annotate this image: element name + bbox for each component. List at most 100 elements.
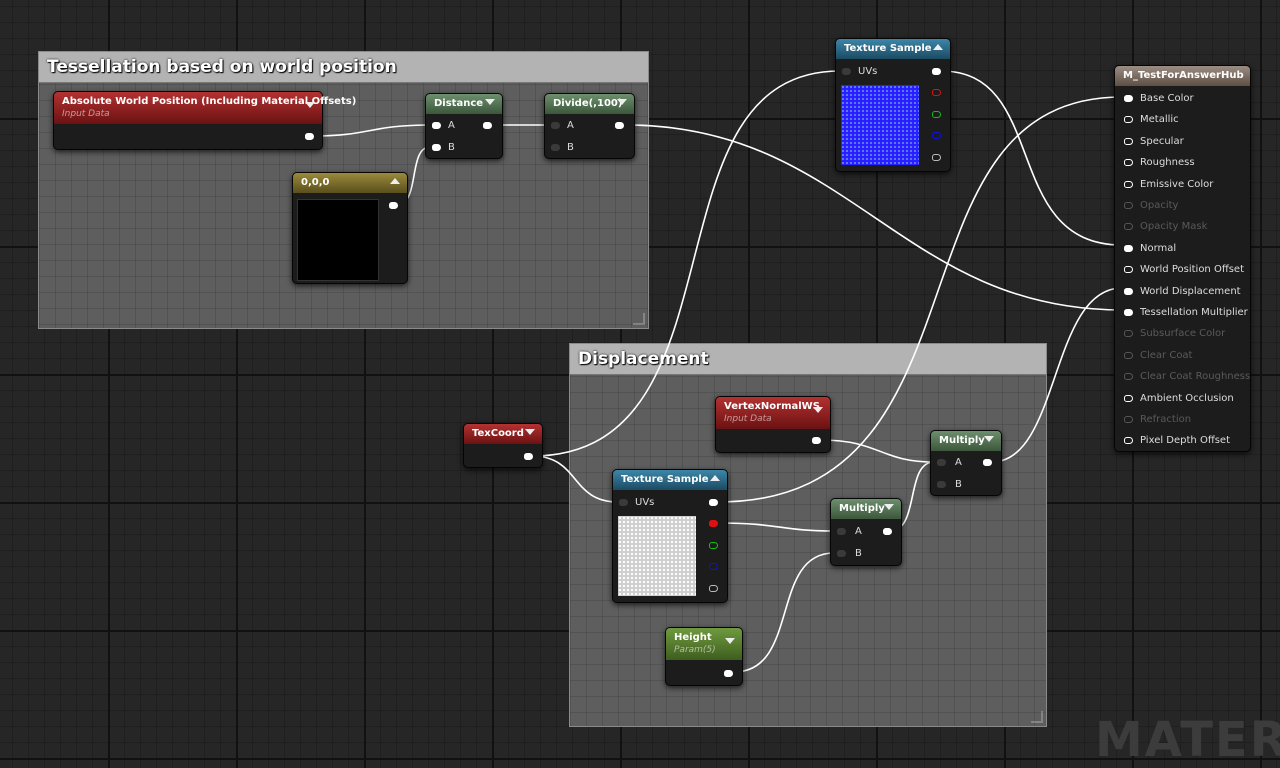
node-header[interactable]: TexCoord xyxy=(464,424,542,444)
texture-preview-blue xyxy=(841,85,919,165)
collapse-chevron-icon[interactable] xyxy=(617,99,627,105)
material-input-label: Emissive Color xyxy=(1140,178,1214,190)
collapse-chevron-icon[interactable] xyxy=(525,429,535,435)
node-distance[interactable]: Distance A B xyxy=(425,93,503,159)
output-pin-g[interactable] xyxy=(709,542,718,549)
material-input-label: Roughness xyxy=(1140,157,1195,169)
node-header[interactable]: Height Param(5) xyxy=(666,628,742,660)
collapse-chevron-icon[interactable] xyxy=(710,475,720,481)
output-pin[interactable] xyxy=(524,453,533,460)
material-input-label: Base Color xyxy=(1140,93,1194,104)
output-pin[interactable] xyxy=(883,528,892,535)
material-input-pin[interactable] xyxy=(1124,95,1133,102)
input-pin-uvs[interactable] xyxy=(619,499,628,506)
pin-label-a: A xyxy=(855,526,862,537)
collapse-chevron-icon[interactable] xyxy=(725,638,735,644)
node-constant-vector[interactable]: 0,0,0 xyxy=(292,172,408,284)
input-pin-a[interactable] xyxy=(551,122,560,129)
node-title: M_TestForAnswerHub xyxy=(1123,70,1244,81)
collapse-chevron-icon[interactable] xyxy=(813,407,823,413)
node-height-param[interactable]: Height Param(5) xyxy=(665,627,743,686)
output-pin[interactable] xyxy=(983,459,992,466)
output-pin-r[interactable] xyxy=(709,520,718,527)
node-vertex-normal-ws[interactable]: VertexNormalWS Input Data xyxy=(715,396,831,453)
node-header[interactable]: Multiply xyxy=(831,499,901,519)
wire-tex-top-normal xyxy=(940,70,1123,246)
material-input-pin[interactable] xyxy=(1124,309,1133,316)
input-pin-uvs[interactable] xyxy=(842,68,851,75)
node-header[interactable]: Distance xyxy=(426,94,502,114)
input-pin-b[interactable] xyxy=(432,144,441,151)
node-title: Multiply xyxy=(939,435,985,446)
output-pin[interactable] xyxy=(483,122,492,129)
node-texcoord[interactable]: TexCoord xyxy=(463,423,543,468)
material-input-pin[interactable] xyxy=(1124,266,1133,274)
material-input-pin[interactable] xyxy=(1124,116,1133,124)
node-header[interactable]: Texture Sample xyxy=(836,39,950,59)
comment-resize-grip[interactable] xyxy=(1031,711,1043,723)
comment-title-displacement[interactable]: Displacement xyxy=(570,344,1046,375)
output-pin-g[interactable] xyxy=(932,111,941,118)
comment-title-tessellation[interactable]: Tessellation based on world position xyxy=(39,52,648,83)
node-divide[interactable]: Divide(,100) A B xyxy=(544,93,635,159)
material-input-label: Ambient Occlusion xyxy=(1140,392,1234,404)
input-pin-b[interactable] xyxy=(551,144,560,151)
node-title: Distance xyxy=(434,98,484,109)
output-pin-r[interactable] xyxy=(932,89,941,96)
output-pin[interactable] xyxy=(724,670,733,677)
output-pin-a[interactable] xyxy=(709,585,718,592)
material-input-label: Refraction xyxy=(1140,414,1192,425)
collapse-chevron-icon[interactable] xyxy=(305,102,315,108)
output-pin-b[interactable] xyxy=(709,563,718,570)
output-pin-rgb[interactable] xyxy=(932,68,941,75)
node-header[interactable]: VertexNormalWS Input Data xyxy=(716,397,830,429)
material-input-pin[interactable] xyxy=(1124,244,1133,252)
output-pin[interactable] xyxy=(305,133,314,140)
node-multiply-top[interactable]: Multiply A B xyxy=(930,430,1002,496)
material-input-pin[interactable] xyxy=(1124,437,1133,445)
node-header[interactable]: Absolute World Position (Including Mater… xyxy=(54,92,356,124)
output-pin[interactable] xyxy=(812,437,821,444)
input-pin-b[interactable] xyxy=(937,481,946,488)
material-input-pin[interactable] xyxy=(1124,159,1133,167)
node-header[interactable]: Divide(,100) xyxy=(545,94,634,114)
node-texture-sample-bottom[interactable]: Texture Sample UVs xyxy=(612,469,728,603)
texture-preview-white xyxy=(618,516,696,596)
node-multiply-bottom[interactable]: Multiply A B xyxy=(830,498,902,566)
input-pin-b[interactable] xyxy=(837,550,846,557)
node-subtitle: Input Data xyxy=(724,414,772,424)
material-input-label: Opacity xyxy=(1140,200,1179,211)
output-pin[interactable] xyxy=(615,122,624,129)
node-header[interactable]: Multiply xyxy=(931,431,1001,451)
pin-label-a: A xyxy=(448,120,455,131)
node-header[interactable]: 0,0,0 xyxy=(293,173,407,193)
input-pin-a[interactable] xyxy=(837,528,846,535)
collapse-chevron-icon[interactable] xyxy=(390,178,400,184)
node-header[interactable]: Texture Sample xyxy=(613,470,727,490)
pin-label-a: A xyxy=(955,457,962,468)
collapse-chevron-icon[interactable] xyxy=(933,44,943,50)
output-pin-a[interactable] xyxy=(932,154,941,161)
material-input-pin[interactable] xyxy=(1124,394,1133,402)
material-input-label: World Displacement xyxy=(1140,285,1241,297)
node-absolute-world-position[interactable]: Absolute World Position (Including Mater… xyxy=(53,91,356,150)
material-input-pin[interactable] xyxy=(1124,180,1133,188)
collapse-chevron-icon[interactable] xyxy=(884,504,894,510)
output-pin-b[interactable] xyxy=(932,132,941,139)
color-preview-swatch xyxy=(297,199,379,281)
material-input-pin[interactable] xyxy=(1124,137,1133,145)
output-pin-rgb[interactable] xyxy=(709,499,718,506)
output-pin[interactable] xyxy=(389,202,398,209)
node-title: TexCoord xyxy=(472,428,524,439)
node-texture-sample-top[interactable]: Texture Sample UVs xyxy=(835,38,951,172)
input-pin-a[interactable] xyxy=(432,122,441,129)
material-input-pin[interactable] xyxy=(1124,287,1133,295)
comment-resize-grip[interactable] xyxy=(633,313,645,325)
input-pin-a[interactable] xyxy=(937,459,946,466)
pin-label-uvs: UVs xyxy=(858,66,878,77)
material-input-label: Tessellation Multiplier xyxy=(1140,307,1248,318)
collapse-chevron-icon[interactable] xyxy=(984,436,994,442)
collapse-chevron-icon[interactable] xyxy=(485,99,495,105)
node-header[interactable]: M_TestForAnswerHub xyxy=(1115,66,1250,86)
